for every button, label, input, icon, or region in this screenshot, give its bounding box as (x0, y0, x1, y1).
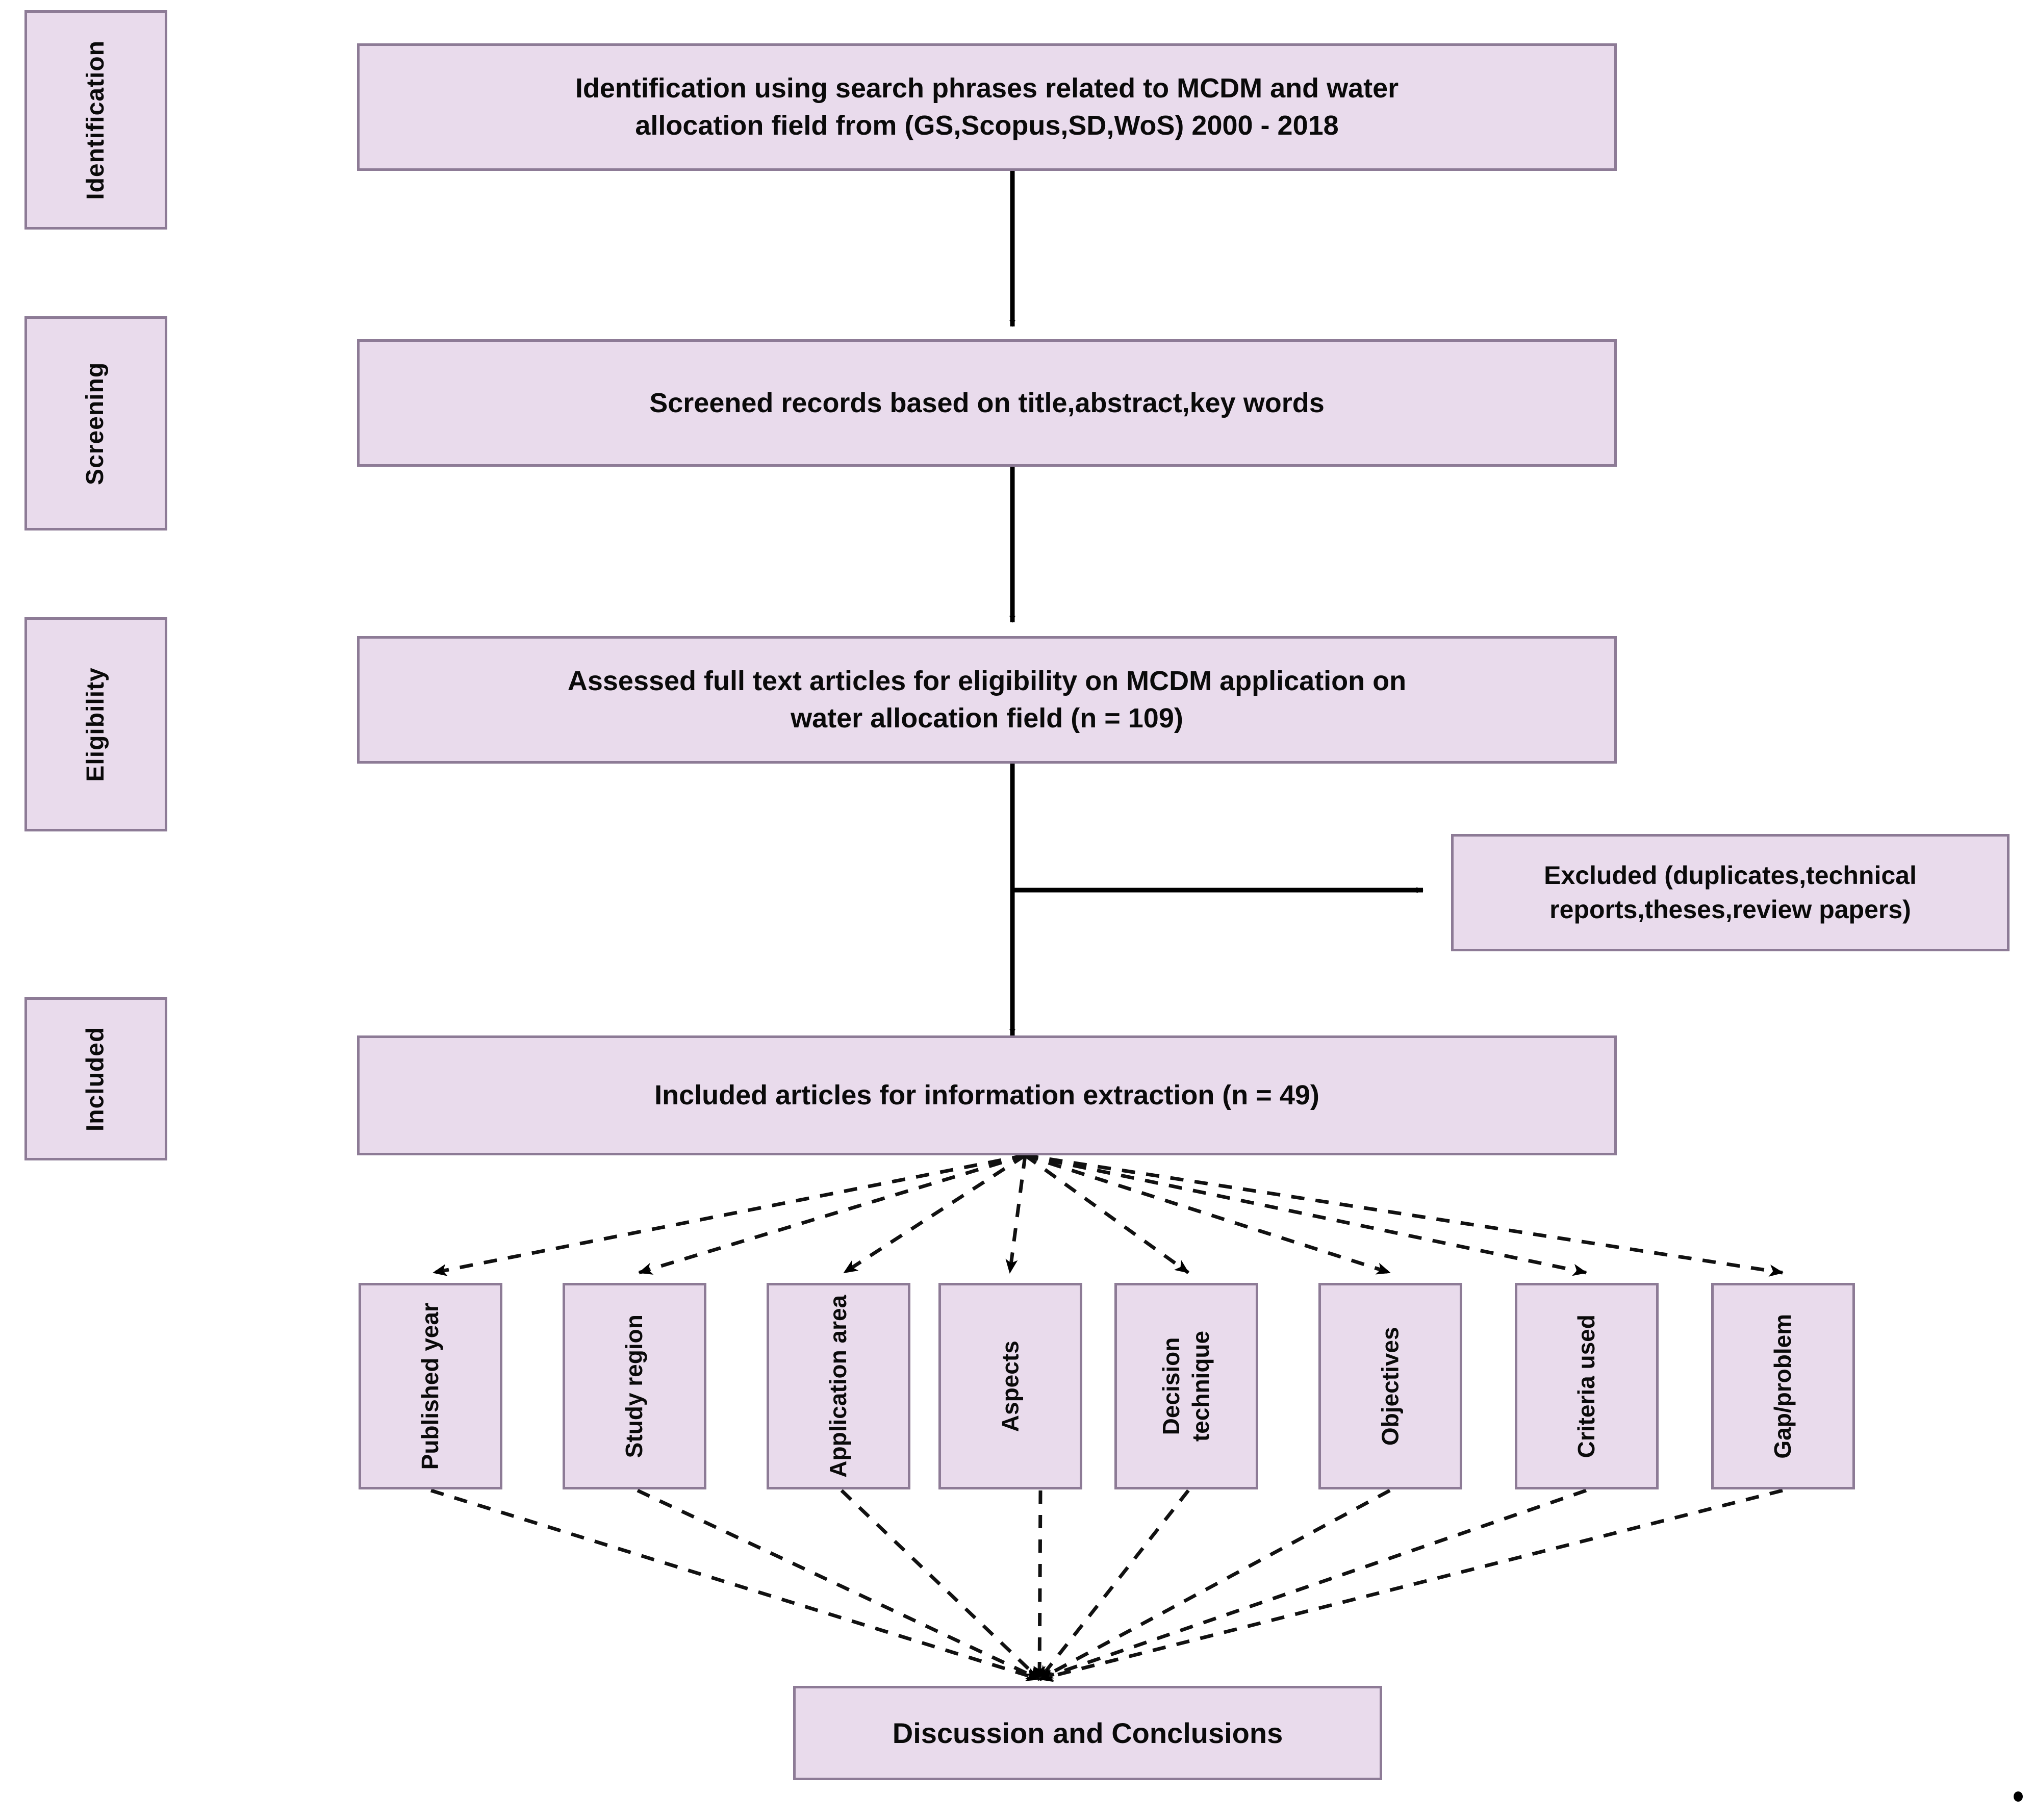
edge-application-area-to-conclusions (840, 1489, 1041, 1681)
screening-box-line1: Screened records based on title,abstract… (649, 387, 1325, 418)
excluded-box-line2: reports,theses,review papers) (1549, 895, 1911, 924)
eligibility-box-line2: water allocation field (n = 109) (791, 703, 1183, 734)
edge-included-to-criteria-used (1025, 1153, 1587, 1276)
edge-objectives-to-conclusions (1038, 1488, 1391, 1681)
edge-included-to-aspects (1005, 1155, 1027, 1274)
edge-published-year-to-conclusions (430, 1488, 1040, 1681)
category-label-decision-technique-line2: technique (1187, 1330, 1214, 1442)
identification-box-line1: Identification using search phrases rela… (575, 73, 1399, 104)
stage-label-identification-text: Identification (82, 40, 109, 200)
category-box-gap-problem: Gap/problem (1711, 1283, 1855, 1489)
category-box-objectives: Objectives (1318, 1283, 1462, 1489)
stage-label-identification: Identification (24, 10, 167, 230)
edge-criteria-used-to-conclusions (1038, 1488, 1587, 1681)
category-label-published-year: Published year (417, 1302, 444, 1470)
excluded-box: Excluded (duplicates,technical reports,t… (1451, 834, 2010, 951)
category-label-objectives: Objectives (1377, 1327, 1404, 1446)
excluded-box-line1: Excluded (duplicates,technical (1544, 861, 1917, 890)
edge-included-to-published-year (433, 1153, 1026, 1276)
stage-label-eligibility: Eligibility (24, 617, 167, 831)
eligibility-box: Assessed full text articles for eligibil… (357, 636, 1617, 764)
category-box-study-region: Study region (563, 1283, 706, 1489)
category-label-gap-problem: Gap/problem (1769, 1313, 1796, 1459)
stage-label-screening: Screening (24, 316, 167, 530)
category-label-study-region: Study region (621, 1314, 648, 1458)
screening-box: Screened records based on title,abstract… (357, 339, 1617, 467)
period-mark (2014, 1791, 2023, 1802)
stage-label-included: Included (24, 997, 167, 1160)
category-label-application-area: Application area (825, 1295, 852, 1478)
conclusion-box: Discussion and Conclusions (793, 1686, 1382, 1780)
edge-included-to-application-area (843, 1154, 1026, 1274)
edge-study-region-to-conclusions (637, 1488, 1040, 1681)
category-label-aspects: Aspects (997, 1341, 1024, 1432)
category-box-aspects: Aspects (938, 1283, 1082, 1489)
category-box-application-area: Application area (767, 1283, 910, 1489)
identification-box: Identification using search phrases rela… (357, 43, 1617, 171)
category-box-criteria-used: Criteria used (1515, 1283, 1659, 1489)
edge-aspects-to-conclusions (1033, 1490, 1046, 1680)
conclusion-box-label: Discussion and Conclusions (892, 1716, 1283, 1749)
edge-gap-problem-to-conclusions (1038, 1488, 1783, 1682)
category-label-decision-technique: Decision technique (1157, 1331, 1216, 1442)
stage-label-included-text: Included (82, 1026, 109, 1131)
included-box: Included articles for information extrac… (357, 1035, 1617, 1155)
stage-label-eligibility-text: Eligibility (82, 667, 109, 782)
identification-box-line2: allocation field from (GS,Scopus,SD,WoS)… (635, 110, 1339, 141)
edge-included-to-objectives (1024, 1153, 1391, 1275)
category-label-decision-technique-line1: Decision (1158, 1337, 1185, 1435)
category-label-criteria-used: Criteria used (1573, 1314, 1600, 1458)
edge-included-to-study-region (638, 1153, 1026, 1275)
included-box-line1: Included articles for information extrac… (654, 1080, 1319, 1111)
edge-included-to-gap-problem (1025, 1153, 1784, 1277)
stage-label-screening-text: Screening (82, 362, 109, 485)
edge-decision-technique-to-conclusions (1038, 1489, 1190, 1681)
edge-included-to-decision-technique (1024, 1154, 1190, 1274)
category-box-published-year: Published year (359, 1283, 502, 1489)
category-box-decision-technique: Decision technique (1114, 1283, 1258, 1489)
eligibility-box-line1: Assessed full text articles for eligibil… (567, 666, 1407, 697)
